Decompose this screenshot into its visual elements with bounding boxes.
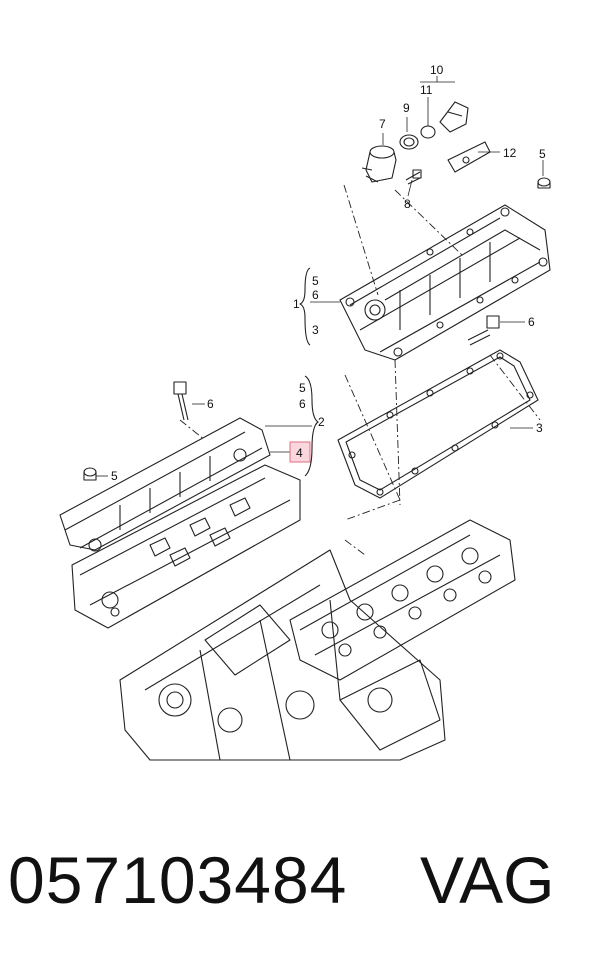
callout-9: 9 <box>403 101 410 115</box>
callout-5-brace-1: 5 <box>312 274 319 288</box>
callout-6-left: 6 <box>207 397 214 411</box>
right-gasket <box>337 349 539 499</box>
bolt-6-right <box>467 315 500 346</box>
callout-3-brace-1: 3 <box>312 323 319 337</box>
callout-8: 8 <box>404 197 411 211</box>
callout-7: 7 <box>379 117 386 131</box>
right-valve-cover <box>339 204 551 361</box>
exploded-parts-diagram: 7 9 11 10 8 12 5 6 5 6 1 3 3 5 6 2 4 6 5 <box>59 63 551 761</box>
callout-12: 12 <box>503 146 517 160</box>
highlight-box <box>289 441 311 463</box>
baffle-plate <box>447 141 491 173</box>
plug-left <box>83 467 97 481</box>
callout-1: 1 <box>293 297 300 311</box>
o-ring <box>420 125 436 139</box>
callout-6-right: 6 <box>528 315 535 329</box>
filler-cap <box>439 101 469 133</box>
engine-block <box>119 549 446 761</box>
callout-11: 11 <box>420 83 433 97</box>
bolt-6-left <box>173 381 189 421</box>
callout-3-gasket: 3 <box>536 421 543 435</box>
part-number: 057103484 <box>8 843 348 917</box>
left-valve-cover <box>59 417 301 629</box>
right-cylinder-head <box>289 519 516 681</box>
callout-4: 4 <box>296 446 303 460</box>
seal-ring <box>399 134 419 150</box>
brace-2 <box>304 375 319 477</box>
oil-filler-neck <box>361 145 397 183</box>
callout-5-top-right: 5 <box>539 147 546 161</box>
brace-1 <box>299 267 311 346</box>
callout-labels: 7 9 11 10 8 12 5 6 5 6 1 3 3 5 6 2 4 6 5 <box>111 63 546 483</box>
callout-5-left: 5 <box>111 469 118 483</box>
callout-5-brace-2: 5 <box>299 381 306 395</box>
callout-6-brace-2: 6 <box>299 397 306 411</box>
callout-6-brace-1: 6 <box>312 288 319 302</box>
assembly-lines <box>179 184 541 556</box>
bolt-8 <box>405 169 422 185</box>
plug-top-right <box>537 177 551 189</box>
leader-lines <box>96 76 544 477</box>
brand-label: VAG <box>420 843 555 917</box>
callout-2: 2 <box>318 415 325 429</box>
callout-10: 10 <box>430 63 444 77</box>
